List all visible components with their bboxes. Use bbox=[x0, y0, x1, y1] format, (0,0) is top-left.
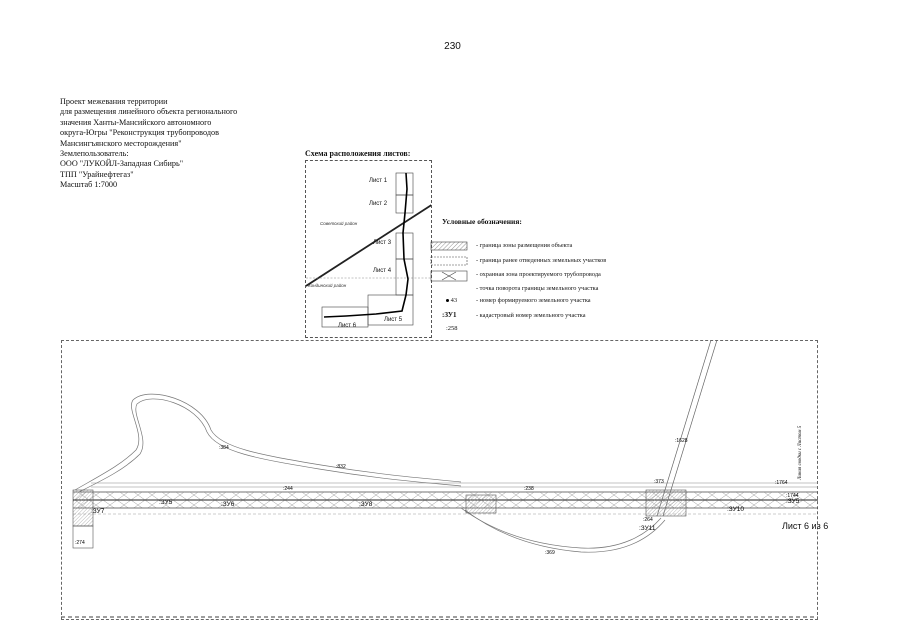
plot-label: :ЗУ7 bbox=[91, 508, 105, 515]
cadastral-label: :274 bbox=[75, 540, 85, 546]
main-map: :ЗУ7 :ЗУ5 :ЗУ6 :ЗУ8 :ЗУ11 :ЗУ10 :ЗУ5 :27… bbox=[61, 340, 818, 618]
plot-label: :ЗУ11 bbox=[639, 525, 656, 532]
cadastral-label: :1764 bbox=[775, 480, 788, 486]
project-line: Землепользователь: bbox=[60, 149, 129, 159]
project-info-block: Проект межевания территории для размещен… bbox=[60, 97, 237, 191]
loop-road-edge bbox=[78, 398, 462, 493]
sheet-frame-6 bbox=[321, 306, 369, 328]
scheme-drawing bbox=[306, 172, 431, 328]
district-boundary-line bbox=[306, 204, 431, 287]
project-line: ТПП "Урайнефтегаз" bbox=[60, 169, 134, 179]
cadastral-label: :244 bbox=[283, 486, 293, 492]
map-frame bbox=[61, 340, 818, 620]
dashed-boundary-swatch bbox=[430, 256, 468, 266]
sheet-scheme: Лист 1 Лист 2 Лист 3 Лист 4 Лист 5 Лист … bbox=[305, 160, 432, 338]
point-dot-icon bbox=[446, 299, 449, 303]
plot-label: :ЗУ5 bbox=[786, 498, 800, 505]
point-marker-label: 43 bbox=[450, 297, 458, 304]
project-line: Мансингъянского месторождения" bbox=[60, 138, 182, 148]
sheet-label-6: Лист 6 bbox=[338, 323, 357, 329]
cadastral-label: :384 bbox=[219, 445, 229, 451]
sheet-label-2: Лист 2 bbox=[369, 201, 388, 207]
pipeline-route bbox=[323, 172, 409, 318]
cadastral-label: :1628 bbox=[675, 438, 688, 444]
facility-block-left bbox=[72, 489, 94, 527]
lower-road-edge bbox=[464, 509, 666, 553]
plot-label: :ЗУ10 bbox=[727, 506, 744, 513]
diagonal-road bbox=[656, 340, 712, 517]
cadastral-label: :832 bbox=[336, 464, 346, 470]
legend-text: - кадастровый номер земельного участка bbox=[476, 312, 586, 319]
cadastral-label: :373 bbox=[654, 479, 664, 485]
page-number: 230 bbox=[444, 41, 461, 52]
hatched-zone-swatch bbox=[430, 241, 468, 251]
sheet-frame-1 bbox=[395, 172, 414, 196]
legend-text: - номер формируемого земельного участка bbox=[476, 297, 591, 304]
sheet-label-5: Лист 5 bbox=[384, 317, 403, 323]
area-label-kondinsky: Кондинский район bbox=[308, 283, 347, 288]
project-line: ООО "ЛУКОЙЛ-Западная Сибирь" bbox=[60, 159, 184, 169]
area-label-sovetsky: Советский район bbox=[320, 221, 358, 226]
project-line: для размещения линейного объекта региона… bbox=[60, 107, 238, 117]
project-line: Масштаб 1:7000 bbox=[60, 180, 118, 190]
plot-label: :ЗУ5 bbox=[159, 499, 173, 506]
legend-title: Условные обозначения: bbox=[442, 217, 522, 226]
plot-code-sample: :ЗУ1 bbox=[442, 311, 457, 319]
lower-road bbox=[460, 507, 662, 549]
project-line: округа-Югры "Реконструкция трубопроводов bbox=[60, 128, 219, 138]
sheet-label-3: Лист 3 bbox=[373, 240, 392, 246]
cadastral-label: :264 bbox=[643, 517, 653, 523]
project-line: Проект межевания территории bbox=[60, 97, 168, 106]
legend-text: - граница ранее отведенных земельных уча… bbox=[476, 257, 607, 264]
cadastral-label: :1744 bbox=[786, 493, 799, 499]
project-line: значения Ханты-Мансийского автономного bbox=[60, 117, 212, 127]
facility-block-mid bbox=[465, 494, 497, 514]
sheet-caption: Лист 6 из 6 bbox=[782, 521, 829, 531]
cadastral-plot-274 bbox=[72, 525, 94, 549]
facility-block-right bbox=[645, 489, 687, 517]
sheet-label-1: Лист 1 bbox=[369, 178, 388, 184]
plot-label: :ЗУ6 bbox=[221, 501, 235, 508]
sheet-label-4: Лист 4 bbox=[373, 268, 392, 274]
plot-label: :ЗУ8 bbox=[359, 501, 373, 508]
cadastral-label: :369 bbox=[545, 550, 555, 556]
legend-text: - точка поворота границы земельного учас… bbox=[476, 285, 599, 292]
cadastral-code-sample: :258 bbox=[446, 325, 458, 332]
diagonal-road-edge bbox=[662, 340, 718, 517]
legend-text: - граница зоны размещения объекта bbox=[476, 242, 573, 249]
loop-road bbox=[74, 393, 462, 491]
scheme-title: Схема расположения листов: bbox=[305, 149, 411, 158]
point-marker: 43 bbox=[446, 297, 457, 304]
legend-text: - охранная зона проектируемого трубопров… bbox=[476, 271, 601, 278]
cadastral-label: :238 bbox=[524, 486, 534, 492]
cross-zone-swatch bbox=[430, 270, 468, 282]
junction-line-note: Линия сводки с Листом 5 bbox=[798, 425, 803, 480]
